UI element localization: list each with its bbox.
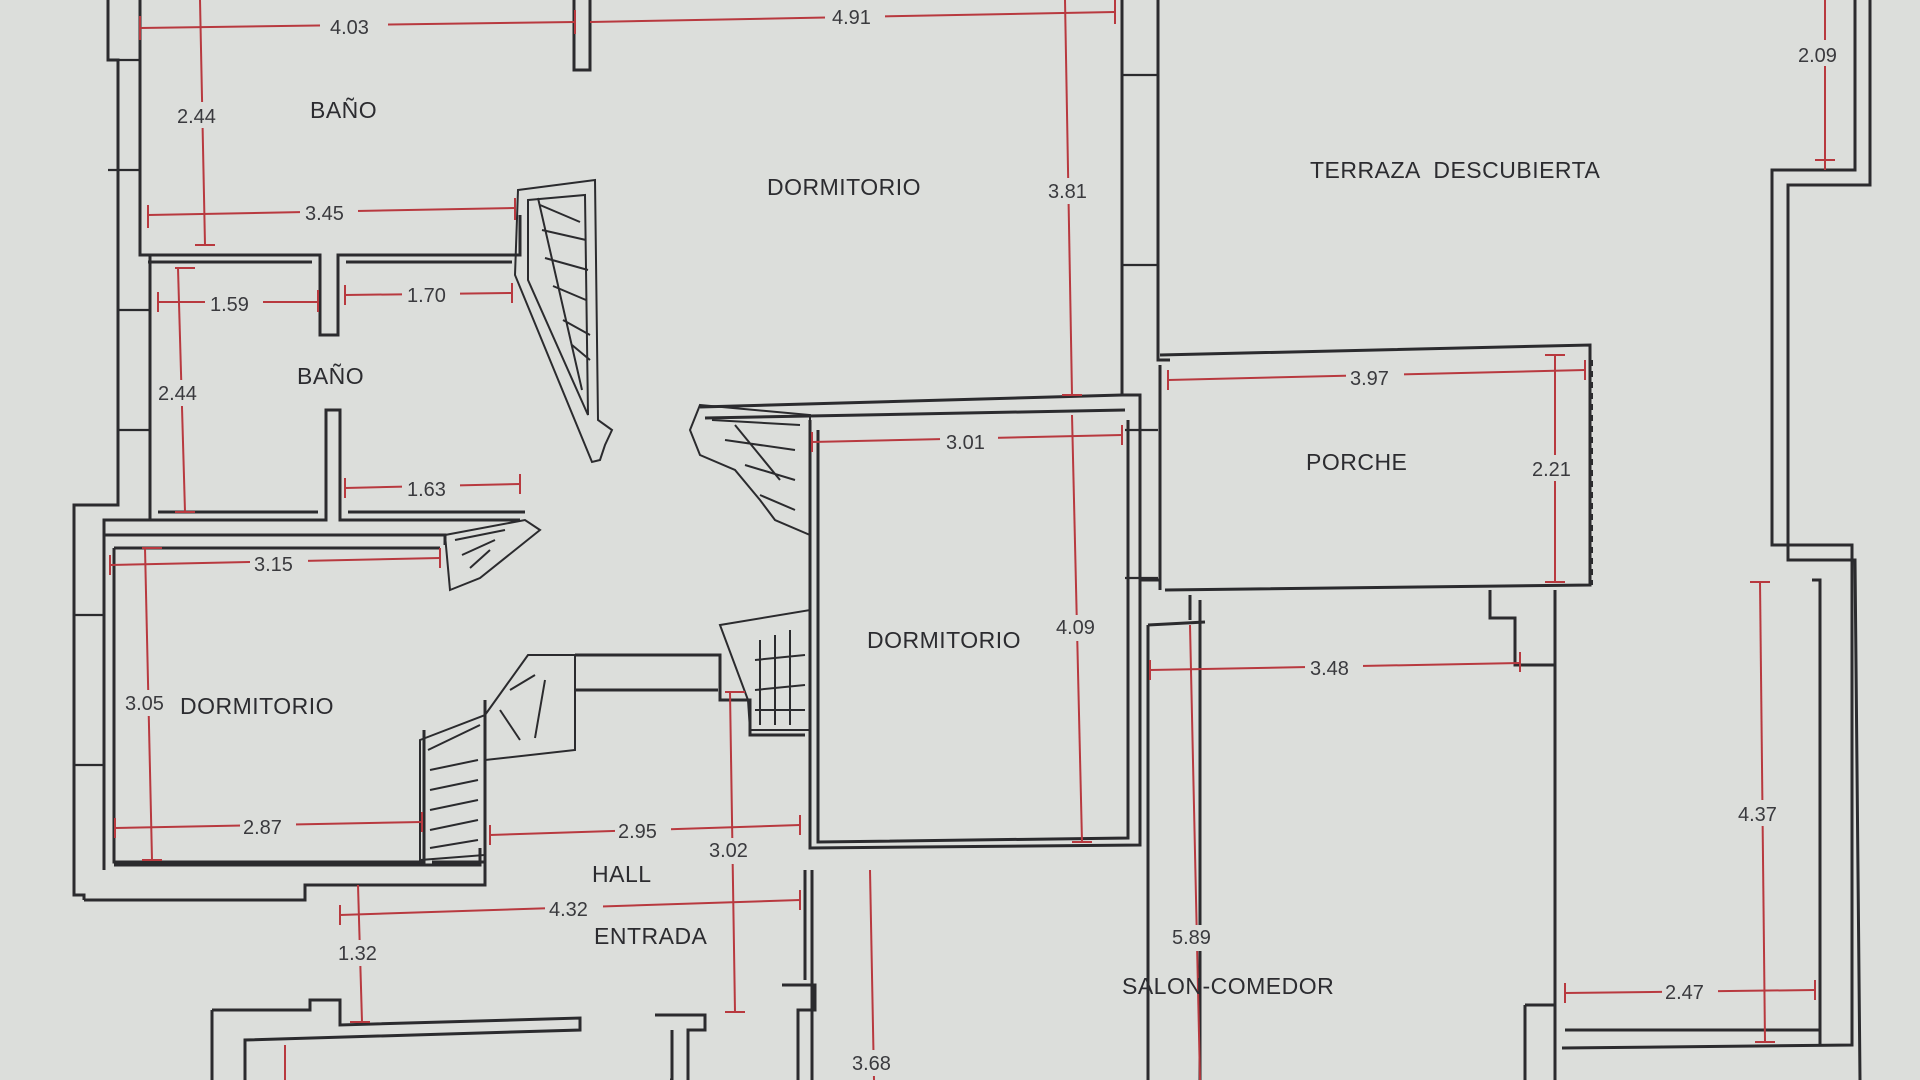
dim-409: 4.09 bbox=[1056, 617, 1095, 639]
dim-437: 4.37 bbox=[1738, 804, 1777, 826]
dim-345: 3.45 bbox=[305, 203, 344, 225]
dim-170: 1.70 bbox=[407, 285, 446, 307]
dim-381: 3.81 bbox=[1048, 181, 1087, 203]
dimension-ticks bbox=[109, 0, 1835, 1043]
dim-315: 3.15 bbox=[254, 554, 293, 576]
room-dormitorio-top: DORMITORIO bbox=[767, 174, 921, 200]
room-salon-comedor: SALON-COMEDOR bbox=[1122, 973, 1334, 999]
dim-247: 2.47 bbox=[1665, 982, 1704, 1004]
dim-209: 2.09 bbox=[1798, 45, 1837, 67]
room-dormitorio-mid: DORMITORIO bbox=[867, 627, 1021, 653]
dim-403: 4.03 bbox=[330, 17, 369, 39]
dim-132: 1.32 bbox=[338, 943, 377, 965]
dim-302: 3.02 bbox=[709, 840, 748, 862]
dim-397: 3.97 bbox=[1350, 368, 1389, 390]
dim-348: 3.48 bbox=[1310, 658, 1349, 680]
dim-368: 3.68 bbox=[852, 1053, 891, 1075]
dim-159: 1.59 bbox=[210, 294, 249, 316]
dim-295: 2.95 bbox=[618, 821, 657, 843]
room-hall: HALL bbox=[592, 861, 652, 887]
dim-432: 4.32 bbox=[549, 899, 588, 921]
room-terraza: TERRAZA DESCUBIERTA bbox=[1310, 157, 1600, 183]
room-bano-top: BAÑO bbox=[310, 97, 377, 123]
walls bbox=[72, 0, 1872, 1080]
dim-305: 3.05 bbox=[125, 693, 164, 715]
room-entrada: ENTRADA bbox=[594, 923, 708, 949]
dim-163: 1.63 bbox=[407, 479, 446, 501]
room-dormitorio-left: DORMITORIO bbox=[180, 693, 334, 719]
dim-287: 2.87 bbox=[243, 817, 282, 839]
dim-301: 3.01 bbox=[946, 432, 985, 454]
dim-244a: 2.44 bbox=[177, 106, 216, 128]
dim-589: 5.89 bbox=[1172, 927, 1211, 949]
room-bano-mid: BAÑO bbox=[297, 363, 364, 389]
room-porche: PORCHE bbox=[1306, 449, 1407, 475]
room-labels: BAÑO DORMITORIO TERRAZA DESCUBIERTA BAÑO… bbox=[180, 97, 1600, 999]
dim-244b: 2.44 bbox=[158, 383, 197, 405]
dimension-labels: 4.03 4.91 2.09 2.44 3.45 3.81 1.59 1.70 … bbox=[122, 5, 1848, 1076]
dim-221: 2.21 bbox=[1532, 459, 1571, 481]
dim-491: 4.91 bbox=[832, 7, 871, 29]
wardrobes bbox=[419, 178, 811, 862]
